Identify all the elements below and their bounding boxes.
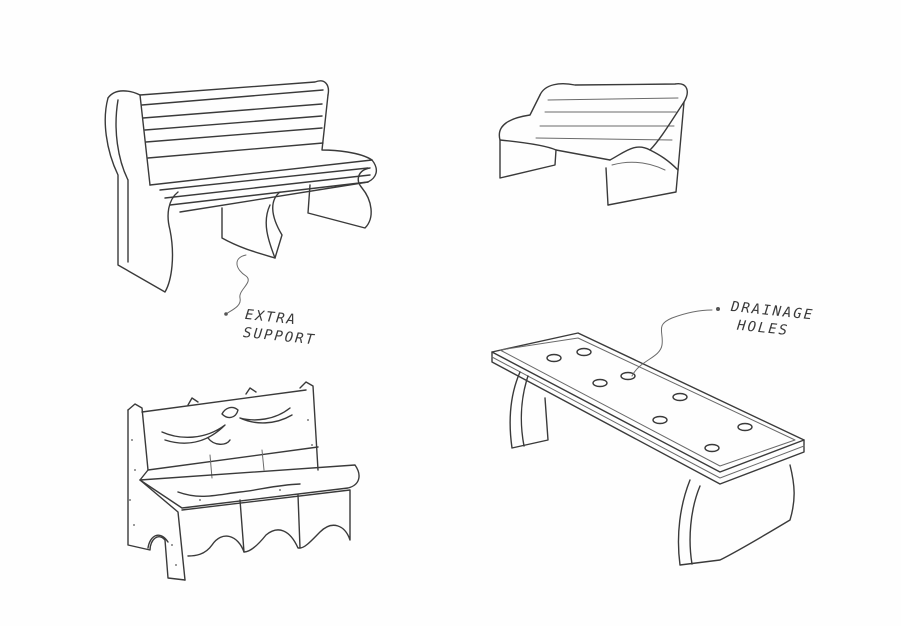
bench-highback-extra-support [104, 80, 378, 316]
bench-slab-drainage [491, 307, 805, 566]
bench-curved-back [498, 83, 688, 206]
annotation-extra-support: EXTRA SUPPORT [242, 306, 318, 349]
bench-carved-decorative [127, 381, 360, 581]
